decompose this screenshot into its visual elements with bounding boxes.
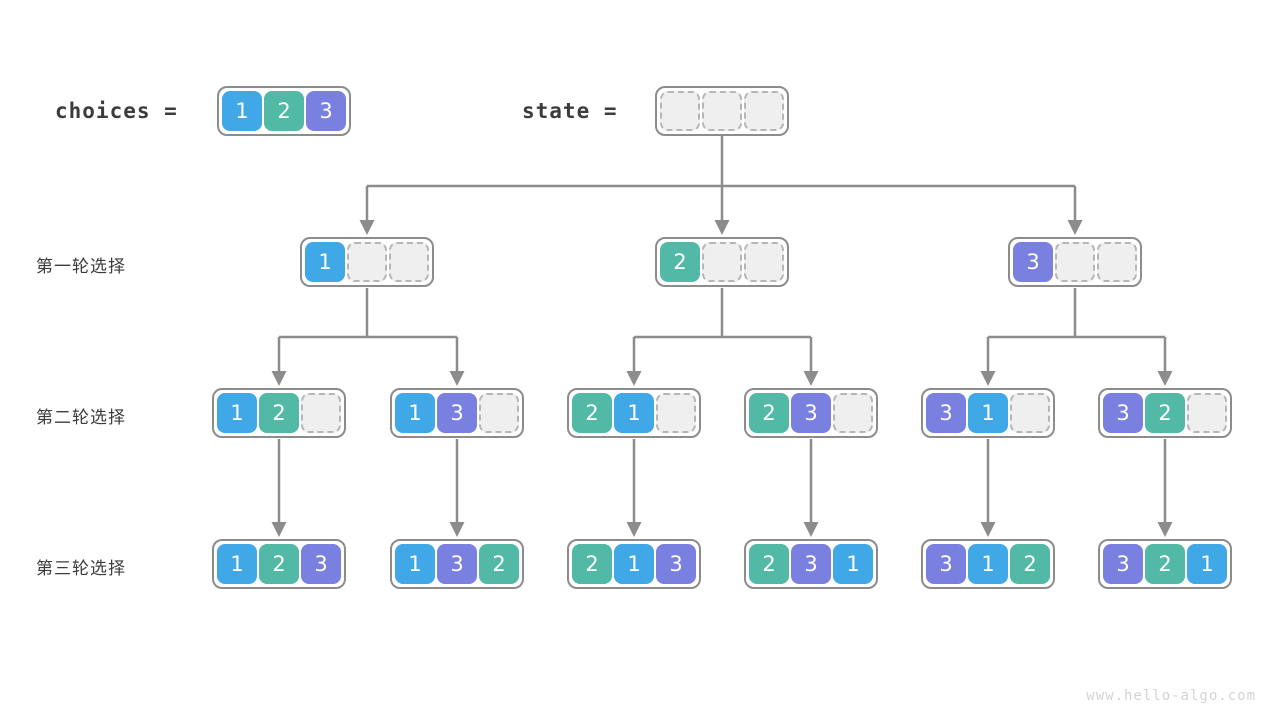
array-cell-empty [656,393,696,433]
array-cell-value-3: 3 [1013,242,1053,282]
array-cell-empty [833,393,873,433]
array-cell-value-1: 1 [217,544,257,584]
array-cell-empty [347,242,387,282]
array-cell-empty [1010,393,1050,433]
array-cell-empty [702,242,742,282]
array-cell-value-2: 2 [1145,393,1185,433]
array-cell-value-1: 1 [833,544,873,584]
array-cell-empty [1097,242,1137,282]
array-cell-value-2: 2 [264,91,304,131]
array-cell-value-3: 3 [306,91,346,131]
array-cell-value-2: 2 [660,242,700,282]
array-cell-empty [660,91,700,131]
array-cell-value-3: 3 [791,544,831,584]
tree-node-level-1-3: 3 [1008,237,1142,287]
array-cell-value-3: 3 [437,393,477,433]
array-cell-empty [1187,393,1227,433]
array-cell-empty [479,393,519,433]
array-cell-empty [744,91,784,131]
array-cell-value-2: 2 [749,393,789,433]
array-cell-value-1: 1 [614,544,654,584]
state-array [655,86,789,136]
array-cell-value-3: 3 [791,393,831,433]
tree-node-level-1-1: 1 [300,237,434,287]
array-cell-value-3: 3 [926,544,966,584]
array-cell-value-2: 2 [572,544,612,584]
array-cell-value-1: 1 [395,393,435,433]
array-cell-value-1: 1 [968,393,1008,433]
tree-node-level-1-2: 2 [655,237,789,287]
array-cell-value-2: 2 [1145,544,1185,584]
row-label-round-1: 第一轮选择 [36,257,126,277]
array-cell-value-2: 2 [572,393,612,433]
array-cell-empty [702,91,742,131]
array-cell-empty [389,242,429,282]
array-cell-value-2: 2 [749,544,789,584]
array-cell-value-3: 3 [301,544,341,584]
row-label-round-2: 第二轮选择 [36,408,126,428]
array-cell-value-3: 3 [437,544,477,584]
array-cell-value-3: 3 [1103,393,1143,433]
array-cell-empty [744,242,784,282]
array-cell-value-2: 2 [259,393,299,433]
row-label-round-3: 第三轮选择 [36,559,126,579]
array-cell-empty [1055,242,1095,282]
watermark: www.hello-algo.com [1086,688,1256,704]
array-cell-value-1: 1 [305,242,345,282]
array-cell-value-1: 1 [217,393,257,433]
array-cell-value-3: 3 [1103,544,1143,584]
array-cell-value-3: 3 [656,544,696,584]
choices-label: choices = [55,99,178,123]
array-cell-value-1: 1 [614,393,654,433]
array-cell-value-1: 1 [395,544,435,584]
array-cell-empty [301,393,341,433]
array-cell-value-1: 1 [968,544,1008,584]
array-cell-value-2: 2 [1010,544,1050,584]
array-cell-value-2: 2 [259,544,299,584]
array-cell-value-1: 1 [222,91,262,131]
array-cell-value-3: 3 [926,393,966,433]
state-label: state = [522,99,618,123]
array-cell-value-2: 2 [479,544,519,584]
array-cell-value-1: 1 [1187,544,1227,584]
